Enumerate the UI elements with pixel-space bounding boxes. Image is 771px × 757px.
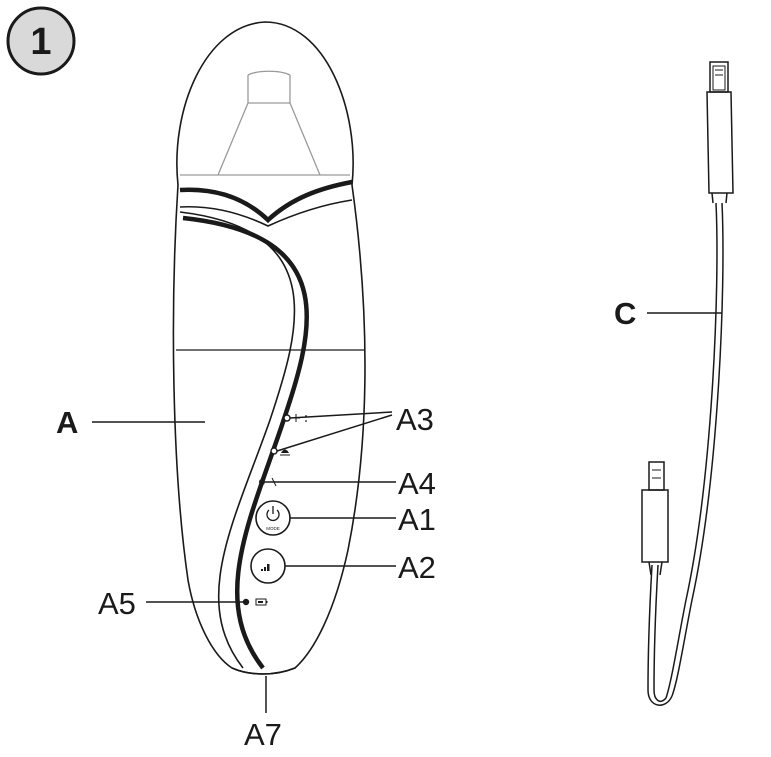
a5-indicator	[242, 598, 268, 606]
label-a5: A5	[98, 586, 136, 621]
leader-a3-top	[289, 411, 393, 419]
battery-icon	[255, 598, 268, 606]
mode-label: MODE	[266, 526, 280, 531]
power-icon	[266, 506, 280, 522]
leader-lines	[92, 312, 722, 713]
droplet-icon	[280, 449, 290, 456]
label-a4: A4	[398, 466, 436, 501]
figure-number-badge: 1	[6, 6, 76, 76]
label-a3: A3	[396, 402, 434, 437]
label-a2: A2	[398, 550, 436, 585]
usb-cable	[641, 61, 734, 706]
a2-intensity-button[interactable]	[250, 548, 286, 584]
label-c: C	[614, 296, 636, 331]
figure-number: 1	[30, 21, 51, 63]
intensity-bars-icon	[261, 564, 270, 571]
leader-a3-bottom	[276, 414, 393, 452]
label-a1: A1	[398, 502, 436, 537]
label-a7: A7	[244, 717, 282, 752]
a1-power-button[interactable]: MODE	[255, 500, 291, 536]
label-a: A	[56, 405, 78, 440]
nozzle-tip	[180, 70, 350, 176]
